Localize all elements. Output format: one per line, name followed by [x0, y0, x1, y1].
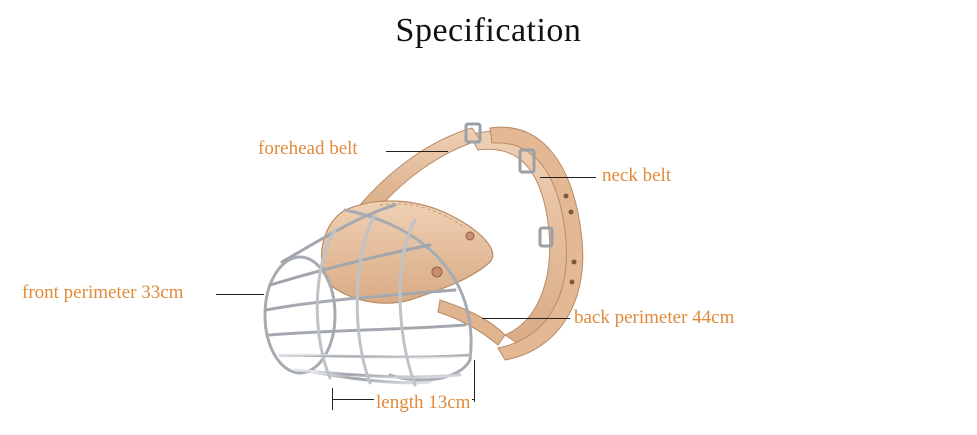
- neck-belt-leader-line: [540, 177, 596, 178]
- neck-belt-strap: [469, 126, 584, 361]
- front-perimeter-label: front perimeter 33cm: [22, 282, 184, 303]
- forehead-belt-leader-line: [386, 151, 448, 152]
- length-dimension-tick-right: [474, 360, 475, 402]
- back-perimeter-leader-line: [482, 318, 570, 319]
- front-perimeter-leader-line: [216, 294, 264, 295]
- wire-basket: [263, 203, 473, 387]
- back-perimeter-label: back perimeter 44cm: [574, 307, 735, 328]
- page-title: Specification: [395, 12, 582, 49]
- length-label: length 13cm: [374, 392, 473, 414]
- forehead-belt-strap: [359, 122, 482, 215]
- forehead-belt-label: forehead belt: [258, 138, 358, 159]
- leather-nose-pad: [321, 200, 506, 346]
- length-dimension-tick-left: [332, 388, 333, 410]
- neck-belt-label: neck belt: [602, 165, 672, 186]
